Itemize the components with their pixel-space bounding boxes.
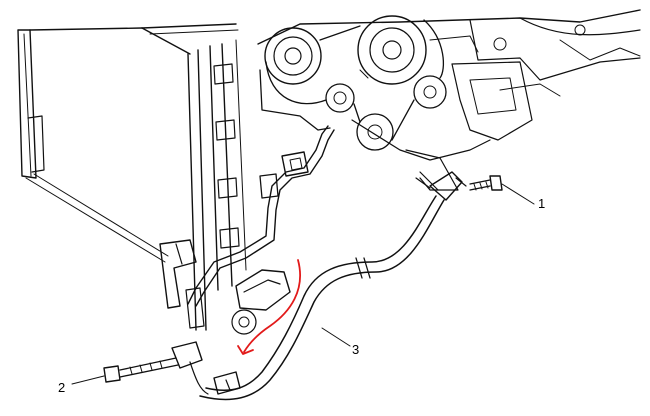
ac-hose-3	[171, 171, 467, 401]
callout-3: 3	[352, 342, 359, 357]
condenser-panel	[17, 23, 247, 331]
leader-lines	[71, 183, 535, 385]
engine-assembly	[257, 9, 641, 191]
bolt-1	[469, 175, 503, 191]
bolt-2	[103, 357, 179, 383]
callout-2: 2	[58, 380, 65, 395]
red-annotation-arrow	[237, 259, 301, 355]
accumulator	[231, 269, 291, 335]
ac-line-upper	[187, 125, 335, 307]
callout-1: 1	[538, 196, 545, 211]
